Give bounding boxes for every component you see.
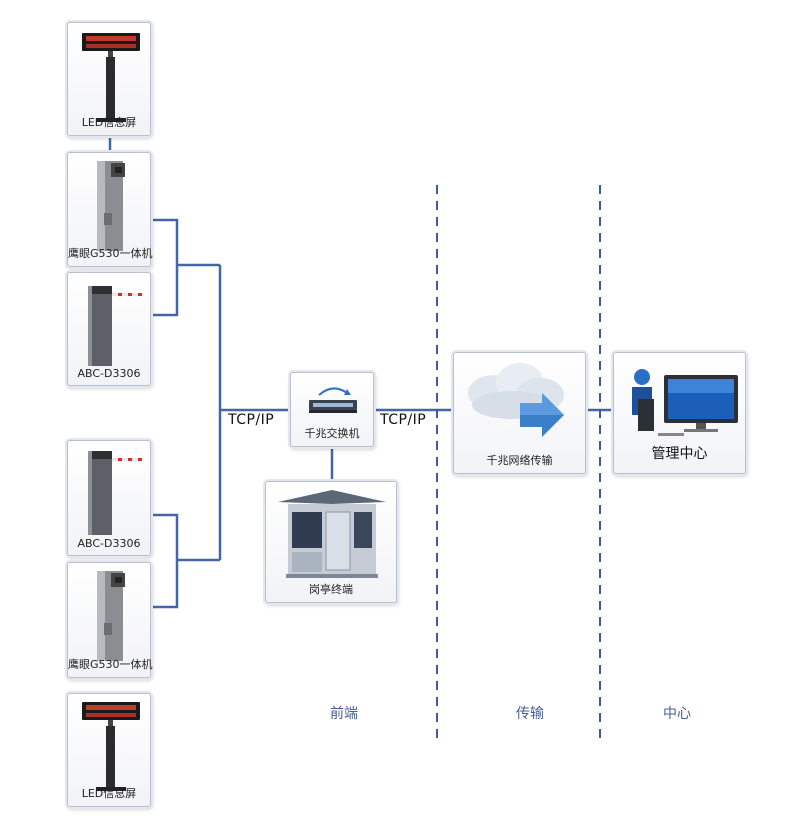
switch-card[interactable]: 千兆交换机 <box>290 372 374 447</box>
camera-unit-icon <box>97 571 125 661</box>
guard-booth-icon <box>278 490 386 578</box>
center-card[interactable]: 管理中心 <box>613 352 746 474</box>
led-screen-label-bottom: LED信息屏 <box>81 787 137 800</box>
camera-label-top: 鹰眼G530一体机 <box>68 247 153 260</box>
cloud-network-icon <box>468 363 564 437</box>
camera-card-top[interactable]: 鹰眼G530一体机 <box>67 152 153 267</box>
barrier-card-bottom[interactable]: ABC-D3306 <box>67 440 151 556</box>
center-label: 管理中心 <box>651 446 708 462</box>
camera-label-bottom: 鹰眼G530一体机 <box>68 658 153 671</box>
network-label: 千兆网络传输 <box>486 454 553 467</box>
booth-card[interactable]: 岗亭终端 <box>265 481 397 603</box>
led-screen-icon <box>82 702 140 791</box>
barrier-card-top[interactable]: ABC-D3306 <box>67 272 151 386</box>
protocol-label-left: TCP/IP <box>228 412 275 428</box>
barrier-label-top: ABC-D3306 <box>77 367 141 380</box>
zone-label-center: 中心 <box>663 706 691 722</box>
led-screen-label-top: LED信息屏 <box>81 116 137 129</box>
top-group-bracket <box>152 218 179 317</box>
barrier-label-bottom: ABC-D3306 <box>77 537 141 550</box>
camera-unit-icon <box>97 161 125 251</box>
camera-card-bottom[interactable]: 鹰眼G530一体机 <box>67 562 153 678</box>
led-screen-card-bottom[interactable]: LED信息屏 <box>67 693 151 807</box>
network-card[interactable]: 千兆网络传输 <box>453 352 586 474</box>
protocol-label-right: TCP/IP <box>380 412 427 428</box>
switch-label: 千兆交换机 <box>304 427 360 440</box>
bottom-group-bracket <box>152 513 179 609</box>
zone-label-transport: 传输 <box>516 706 544 722</box>
led-screen-icon <box>82 33 140 122</box>
booth-label: 岗亭终端 <box>309 583 353 596</box>
computer-workstation-icon <box>632 369 738 436</box>
barrier-gate-icon <box>88 286 142 366</box>
led-screen-card-top[interactable]: LED信息屏 <box>67 22 151 136</box>
barrier-gate-icon <box>88 451 142 535</box>
network-switch-icon <box>309 387 357 413</box>
zone-label-front: 前端 <box>330 706 358 722</box>
